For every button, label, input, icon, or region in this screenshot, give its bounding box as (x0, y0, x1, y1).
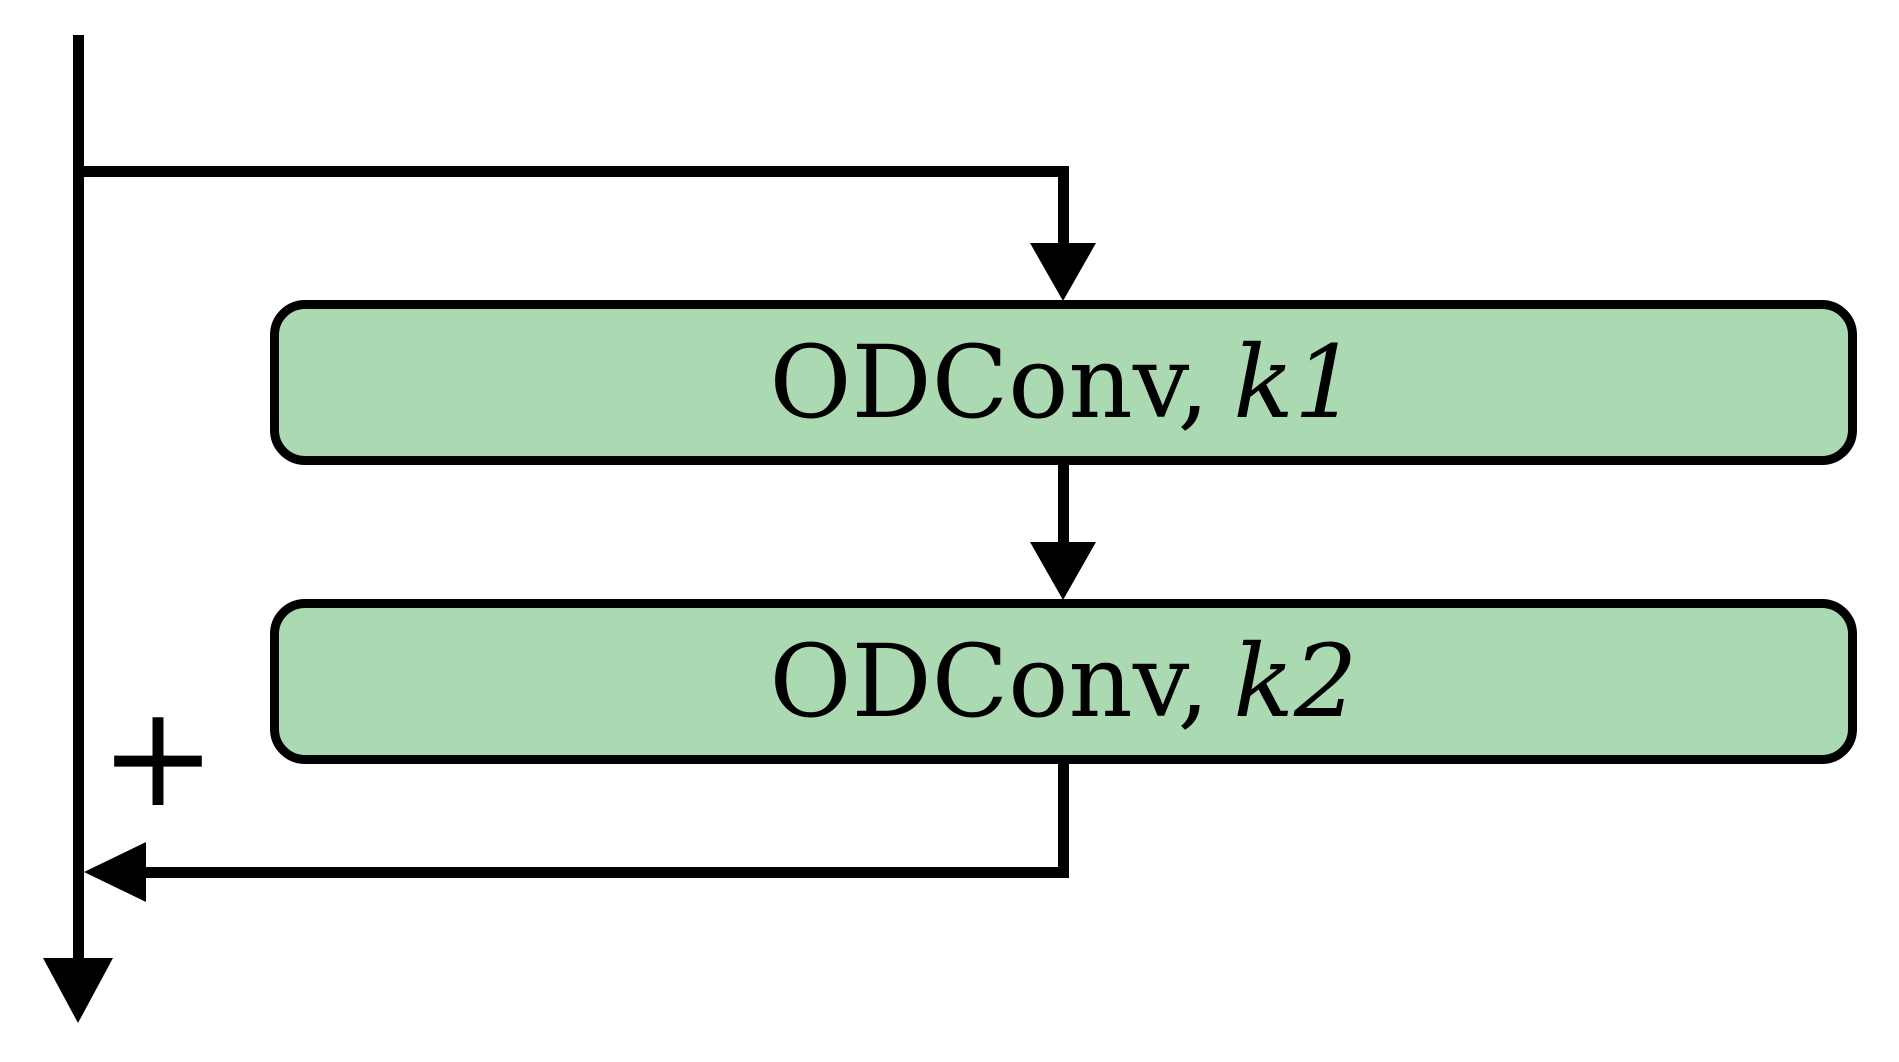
block2-output-line (1058, 762, 1069, 878)
odconv-k2-block: ODConv,k2 (270, 599, 1857, 764)
block1-to-block2-line (1058, 463, 1069, 544)
odconv-k1-label: ODConv,k1 (770, 324, 1358, 441)
branch-top-line (73, 166, 1069, 177)
arrowhead-into-sum-icon (84, 842, 146, 902)
odconv-k2-kernel: k2 (1233, 623, 1358, 740)
odconv-k2-name: ODConv, (769, 623, 1210, 740)
main-flow-line (73, 35, 84, 962)
branch-drop-line (1058, 166, 1069, 245)
odconv-k2-label: ODConv,k2 (770, 623, 1358, 740)
output-arrowhead-icon (43, 958, 113, 1023)
elementwise-add-symbol: + (99, 676, 217, 839)
return-line (135, 867, 1069, 878)
arrowhead-into-block1-icon (1030, 243, 1096, 301)
arrowhead-into-block2-icon (1030, 542, 1096, 600)
odconv-k1-block: ODConv,k1 (270, 300, 1857, 465)
odconv-k1-name: ODConv, (769, 324, 1210, 441)
odconv-k1-kernel: k1 (1233, 324, 1358, 441)
